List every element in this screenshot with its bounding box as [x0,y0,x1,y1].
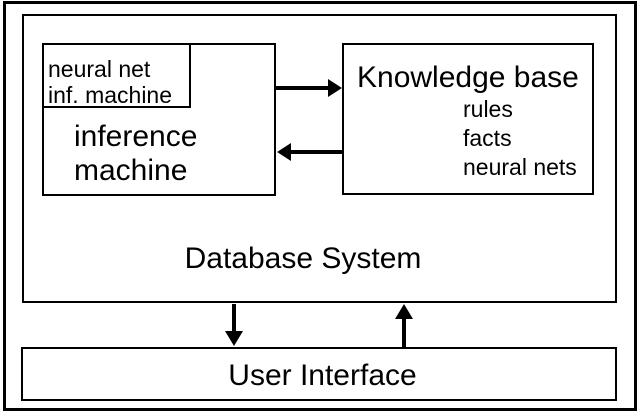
arrow-database-system-to-user-interface-icon [225,304,243,346]
arrow-inference-machine-to-knowledge-base-icon [276,79,342,97]
inference-machine-label: inference machine [74,120,198,187]
user-interface-box [21,347,617,401]
neural-net-inf-machine-label: neural net inf. machine [48,56,173,108]
knowledge-base-box [342,43,594,195]
neural-net-inf-machine-box [42,43,191,108]
arrow-shaft [402,318,406,348]
outer-frame [3,1,637,411]
arrow-shaft [290,150,342,154]
arrow-shaft [232,304,236,332]
arrow-user-interface-to-database-system-icon [395,304,413,348]
arrow-shaft [276,86,329,90]
knowledge-base-item: neural nets [463,154,577,180]
user-interface-label: User Interface [228,359,417,392]
knowledge-base-item: rules [463,96,513,122]
knowledge-base-items: rules facts neural nets [463,95,577,182]
arrow-head-up-icon [395,304,413,319]
knowledge-base-item: facts [463,125,512,151]
arrow-head-right-icon [328,79,342,97]
arrow-knowledge-base-to-inference-machine-icon [277,143,342,161]
arrow-head-down-icon [225,331,243,346]
database-system-label: Database System [184,242,422,275]
arrow-head-left-icon [277,143,291,161]
knowledge-base-title: Knowledge base [357,61,579,94]
